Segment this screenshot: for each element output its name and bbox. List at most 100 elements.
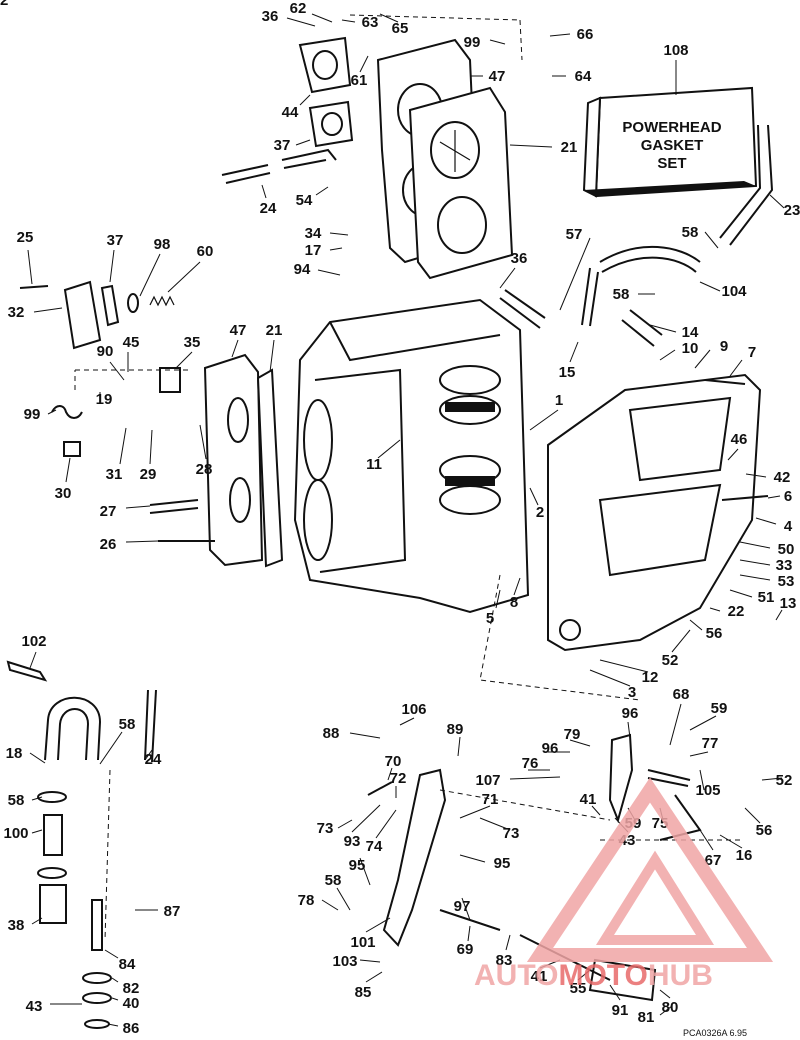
- leader-line: [709, 607, 721, 612]
- leader-line: [609, 984, 621, 1001]
- leader-line: [599, 659, 649, 673]
- leader-line: [671, 629, 691, 653]
- callout-label: 47: [489, 68, 506, 85]
- callout-label: 80: [662, 999, 679, 1016]
- callout-label: 72: [390, 770, 407, 787]
- callout-label: 4: [784, 518, 793, 535]
- callout-label: 3: [628, 684, 636, 701]
- leader-line: [377, 439, 401, 459]
- leader-line: [549, 33, 571, 37]
- leader-line: [767, 495, 781, 499]
- callout-label: 93: [344, 833, 361, 850]
- leader-line: [559, 237, 591, 311]
- callout-label: 73: [317, 820, 334, 837]
- callout-label: 43: [26, 998, 43, 1015]
- gasket-box-line2: GASKET: [641, 137, 704, 154]
- leader-line: [461, 897, 471, 921]
- leader-line: [775, 609, 783, 621]
- crankcase: [547, 373, 762, 652]
- callout-label: 63: [362, 14, 379, 31]
- leader-line: [337, 819, 353, 829]
- watermark-triangle: [526, 777, 774, 962]
- leader-line: [745, 473, 767, 478]
- hose-24-top: [221, 164, 271, 184]
- callout-label: 24: [145, 751, 162, 768]
- callout-label: 101: [350, 934, 375, 951]
- exhaust-cover-47-left: [203, 353, 264, 567]
- callout-label: 58: [119, 716, 136, 733]
- leader-line: [399, 717, 415, 726]
- callout-label: 21: [561, 139, 578, 156]
- leader-line: [109, 249, 115, 283]
- callout-label: 95: [349, 857, 366, 874]
- leader-line: [139, 253, 161, 297]
- callout-label: 65: [392, 20, 409, 37]
- leader-line: [699, 829, 714, 851]
- watermark-triangle-inner: [595, 850, 715, 945]
- callout-label: 56: [756, 822, 773, 839]
- callout-label: 30: [55, 485, 72, 502]
- callout-label: 58: [613, 286, 630, 303]
- callout-label: 26: [100, 536, 117, 553]
- leader-line: [31, 917, 43, 925]
- callout-label: 52: [776, 772, 793, 789]
- leader-line: [329, 247, 343, 251]
- callout-label: 10: [682, 340, 699, 357]
- callout-label: 12: [642, 669, 659, 686]
- callout-label: 19: [96, 391, 113, 408]
- callout-label: 28: [196, 461, 213, 478]
- callout-label: 99: [464, 34, 481, 51]
- leader-line: [365, 917, 391, 933]
- callout-label: 56: [706, 625, 723, 642]
- leader-line: [31, 796, 43, 801]
- leader-line: [627, 721, 631, 739]
- leader-line: [591, 805, 601, 816]
- leader-line: [336, 887, 351, 911]
- callout-label: 90: [97, 343, 114, 360]
- leader-line: [125, 505, 151, 509]
- callout-label: 7: [748, 344, 756, 361]
- leader-line: [669, 703, 682, 746]
- callout-label: 105: [695, 782, 720, 799]
- callout-label: 76: [522, 755, 539, 772]
- leader-line: [365, 971, 383, 983]
- callout-label: 52: [662, 652, 679, 669]
- callout-label: 41: [531, 968, 548, 985]
- leader-line: [31, 829, 43, 834]
- callout-label: 58: [8, 792, 25, 809]
- hose-57: [599, 245, 701, 273]
- leader-line: [739, 541, 771, 549]
- leader-line: [33, 307, 63, 313]
- callout-label: 102: [21, 633, 46, 650]
- callout-label: 100: [3, 825, 28, 842]
- thermostat-cover-44: [298, 36, 352, 94]
- callout-label: 78: [298, 892, 315, 909]
- callout-label: 106: [401, 701, 426, 718]
- leader-line: [499, 267, 516, 289]
- leader-line: [144, 749, 153, 761]
- callout-label: 79: [564, 726, 581, 743]
- callout-label: 24: [260, 200, 277, 217]
- watermark: AUTOMOTOHUB: [474, 777, 774, 992]
- callout-label: 33: [776, 557, 793, 574]
- callout-label: 98: [154, 236, 171, 253]
- callout-label: 64: [575, 68, 592, 85]
- leader-line: [459, 854, 486, 863]
- leader-line: [359, 857, 371, 886]
- leader-line: [175, 351, 193, 369]
- callout-label: 83: [496, 952, 513, 969]
- leader-line: [29, 752, 46, 764]
- exhaust-gasket-21-top: [408, 86, 514, 280]
- callout-label: 104: [721, 283, 747, 300]
- callout-label: 73: [503, 825, 520, 842]
- leader-line: [755, 517, 777, 525]
- bypass-cover-32: [63, 280, 102, 350]
- callout-label: 16: [736, 847, 753, 864]
- leader-line: [467, 925, 471, 942]
- callout-label: 6: [784, 488, 792, 505]
- leader-line: [359, 959, 381, 963]
- leader-line: [199, 424, 207, 460]
- leader-line: [261, 184, 267, 199]
